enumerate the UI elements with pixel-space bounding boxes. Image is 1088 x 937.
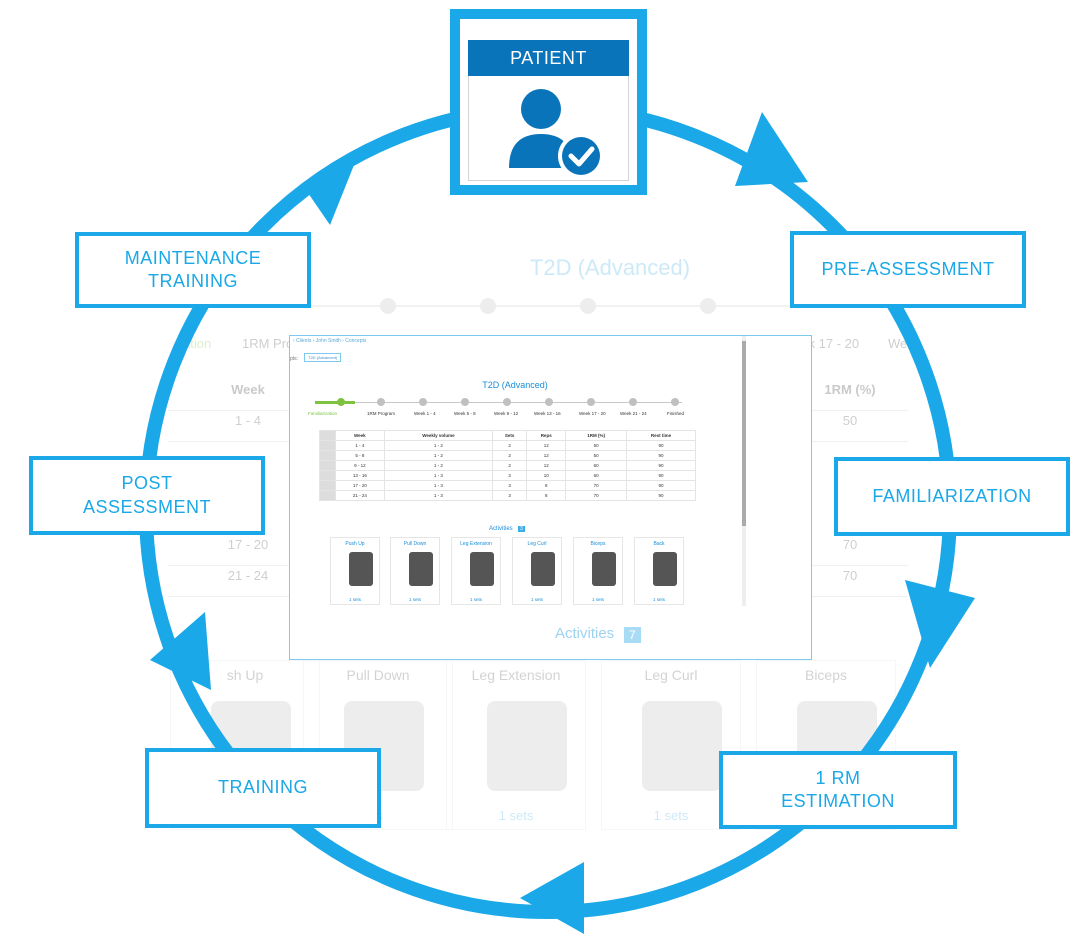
activity-sets: 1 sets [408,597,421,602]
program-progress [315,398,682,407]
machine-icon [592,552,616,586]
step-familiarization: FAMILIARIZATION [834,457,1070,536]
arrowhead-icon [520,862,584,934]
activity-sets: 1 sets [591,597,604,602]
phase-label: Week 13 - 16 [534,411,561,416]
table-header: Week [335,430,385,441]
program-title: T2D (Advanced) [482,380,548,390]
table-header: Reps [526,430,567,441]
bg-card-name: Leg Curl [644,667,698,683]
activity-sets: 1 sets [530,597,543,602]
bg-card-sets: 1 sets [498,808,534,823]
app-screenshot-inset: › Clients › John Smith › Concepts pts: T… [289,335,812,660]
table-header: 1RM (%) [565,430,627,441]
concept-chip[interactable]: T2D (Advanced) [304,353,342,362]
activity-name: Pull Down [403,541,427,547]
phase-label: Familiarization [308,411,338,416]
phase-label: Week 17 - 20 [579,411,606,416]
activity-sets: 1 sets [469,597,482,602]
user-check-icon [509,89,604,179]
phase-label: Week 5 - 8 [454,411,476,416]
bg-card-name: Pull Down [346,667,410,683]
activity-name: Leg Curl [527,541,547,547]
activity-card[interactable]: Push Up 1 sets [330,537,380,605]
step-label: MAINTENANCE TRAINING [124,247,262,291]
scrollbar[interactable] [742,336,746,606]
activity-name: Push Up [345,541,365,547]
activities-heading: Activities [489,526,513,532]
step-maintenance-training: MAINTENANCE TRAINING [75,232,311,308]
bg-table-header-1rm: 1RM (%) [824,382,876,397]
phase-label: Week 21 - 24 [620,411,647,416]
bg-progress-track [300,298,860,314]
activities-count-badge: 3 [518,526,525,532]
activities-heading-large: Activities [555,625,615,642]
bg-cell: 70 [842,537,858,552]
phase-label: Finished [667,411,685,416]
step-post-assessment: POST ASSESSMENT [29,456,265,535]
arrowhead-icon [306,150,360,225]
arrowhead-icon [150,612,211,690]
bg-phase: 1RM Pro [242,336,294,351]
bg-cell: 70 [842,568,858,583]
machine-icon [409,552,433,586]
step-label: PRE-ASSESSMENT [821,258,995,279]
activity-card[interactable]: Leg Curl 1 sets [512,537,562,605]
patient-body [468,76,629,181]
machine-icon [531,552,555,586]
step-label: TRAINING [217,777,308,798]
step-pre-assessment: PRE-ASSESSMENT [790,231,1026,308]
step-1rm-estimation: 1 RM ESTIMATION [719,751,957,829]
activity-sets: 1 sets [652,597,665,602]
bg-card-name: sh Up [226,667,264,683]
phase-label: 1RM Program [367,411,396,416]
phase-label: Week 9 - 12 [494,411,519,416]
bg-app-title: T2D (Advanced) [529,255,691,280]
bg-table-header-week: Week [231,382,265,397]
bg-cell: 21 - 24 [227,568,269,583]
step-label: FAMILIARIZATION [872,485,1032,506]
table-header: Rest time [625,430,697,441]
activity-card[interactable]: Pull Down 1 sets [390,537,440,605]
patient-box: PATIENT [450,9,647,195]
bg-activity-card: Leg Extension 1 sets [446,660,586,830]
bg-cell: 17 - 20 [227,537,269,552]
machine-icon [470,552,494,586]
bg-cell: 50 [842,413,858,428]
step-training: TRAINING [145,748,381,828]
step-label: POST ASSESSMENT [82,473,212,517]
program-table: Week Weekly volume Sets Reps 1RM (%) Res… [319,430,697,501]
activity-name: Biceps [590,541,606,547]
bg-card-sets: 1 sets [653,808,689,823]
activity-sets: 1 sets [348,597,361,602]
bg-card-name: Biceps [804,667,848,683]
table-header: Sets [492,430,528,441]
machine-icon [653,552,677,586]
activities-count-badge-large: 7 [624,627,641,643]
activity-name: Leg Extension [460,541,492,547]
breadcrumb: › Clients › John Smith › Concepts [293,338,367,344]
concepts-label: pts: [290,356,299,362]
activity-card[interactable]: Biceps 1 sets [573,537,623,605]
bg-activity-card: Leg Curl 1 sets [601,660,741,830]
bg-cell: 1 - 4 [234,413,261,428]
phase-label: Week 1 - 4 [414,411,436,416]
patient-header: PATIENT [468,40,629,76]
arrowhead-icon [905,580,975,668]
activity-card[interactable]: Back 1 sets [634,537,684,605]
step-label: 1 RM ESTIMATION [781,767,895,811]
activity-card[interactable]: Leg Extension 1 sets [451,537,501,605]
arrowhead-icon [735,112,808,186]
bg-card-name: Leg Extension [471,667,561,683]
table-header: Weekly volume [383,430,494,441]
machine-icon [349,552,373,586]
activity-name: Back [653,541,665,547]
